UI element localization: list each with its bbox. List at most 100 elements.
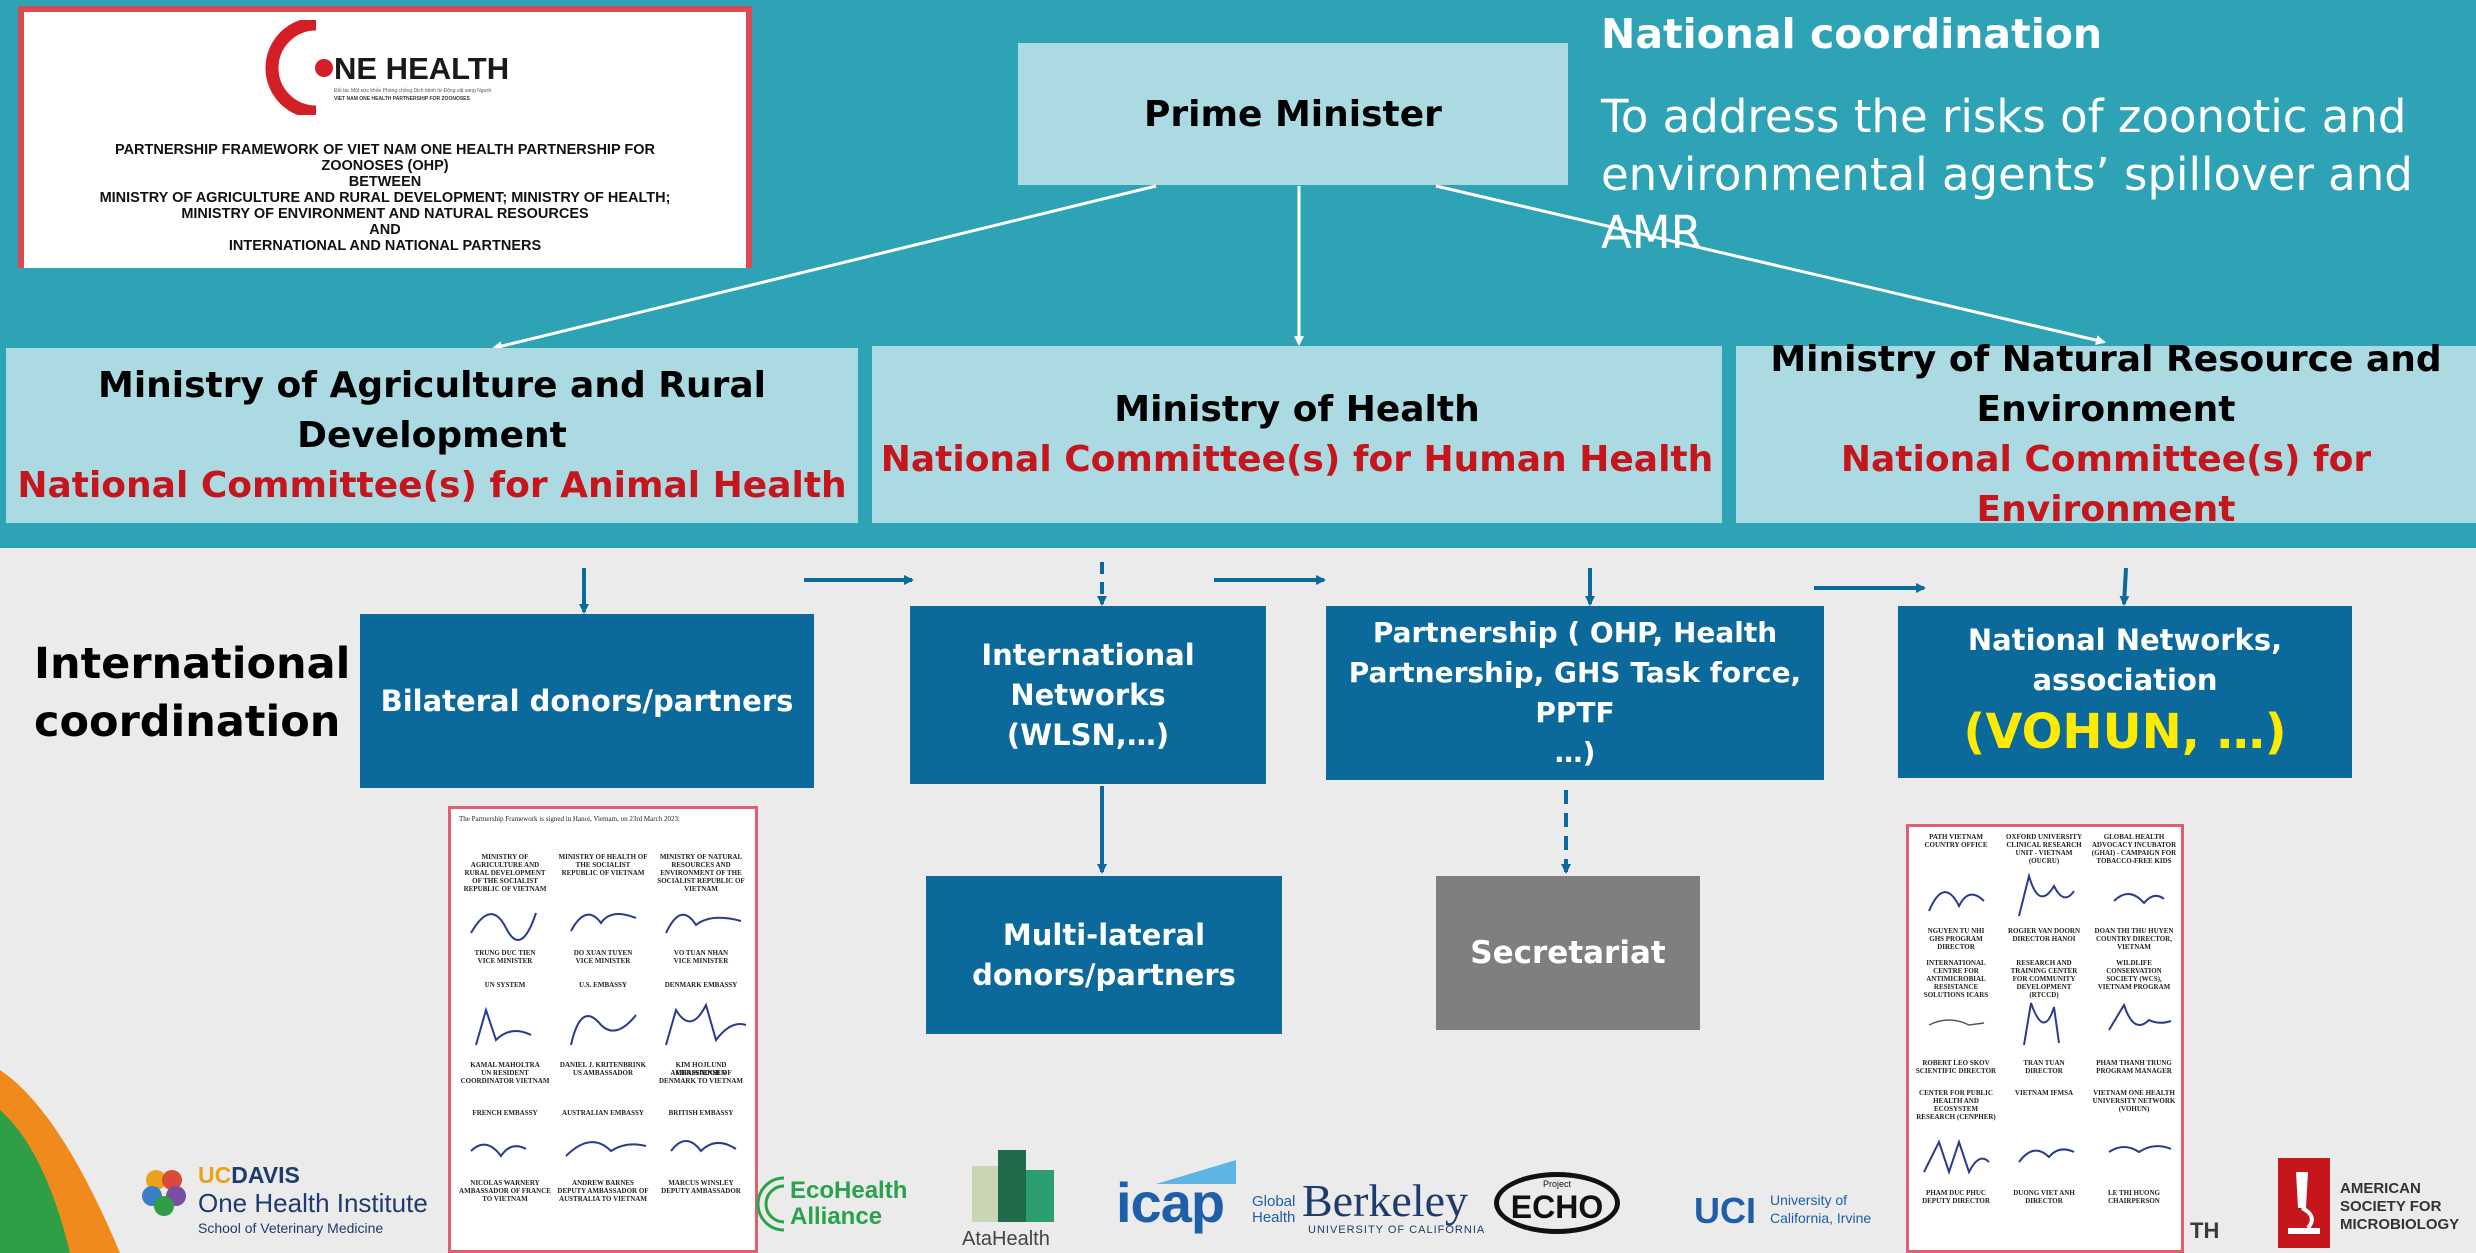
ministry-health-box: Ministry of Health National Committee(s)… xyxy=(872,346,1722,523)
ministry-health-committee: National Committee(s) for Human Health xyxy=(880,438,1714,480)
prime-minister-box: Prime Minister xyxy=(1018,43,1568,185)
icap-sub-2: Health xyxy=(1252,1209,1296,1226)
berkeley-sub: UNIVERSITY OF CALIFORNIA xyxy=(1308,1224,1486,1236)
signatory-org: MINISTRY OF AGRICULTURE AND RURAL DEVELO… xyxy=(463,853,547,893)
decorative-swoosh xyxy=(0,1070,120,1253)
bilateral-donors-box: Bilateral donors/partners xyxy=(360,614,814,788)
international-coordination-label: International coordination xyxy=(34,635,350,751)
signatures-row-1 xyxy=(470,912,742,941)
signatory-org: CENTER FOR PUBLIC HEALTH AND ECOSYSTEM R… xyxy=(1916,1089,1996,1121)
signatory-title: DEPUTY DIRECTOR xyxy=(1922,1197,1990,1205)
multilateral-label-line-2: donors/partners xyxy=(972,958,1236,992)
one-health-logo-subtitle-en: VIET NAM ONE HEALTH PARTNERSHIP FOR ZOON… xyxy=(334,96,471,102)
partial-logo-text: TH xyxy=(2190,1218,2220,1243)
microscope-icon xyxy=(2278,1158,2330,1248)
national-coordination-title: National coordination xyxy=(1601,10,2103,58)
international-coordination-line-1: International xyxy=(34,639,351,689)
icap-wordmark: icap xyxy=(1116,1171,1225,1234)
signatory-title: DIRECTOR HANOI xyxy=(2012,935,2076,943)
ecohealth-line-2: Alliance xyxy=(790,1203,883,1230)
signatory-org: MINISTRY OF HEALTH OF THE SOCIALIST REPU… xyxy=(558,853,648,877)
signatory-name: DUONG VIET ANH xyxy=(2013,1189,2075,1197)
ecohealth-line-1: EcoHealth xyxy=(790,1177,908,1204)
signatory-org: U.S. EMBASSY xyxy=(578,981,628,989)
international-networks-box: International Networks (WLSN,…) xyxy=(910,606,1266,784)
ucdavis-flower-icon xyxy=(142,1170,186,1216)
berkeley-logo: Berkeley UNIVERSITY OF CALIFORNIA xyxy=(1302,1175,1486,1237)
ministry-agriculture-box: Ministry of Agriculture and Rural Develo… xyxy=(6,348,858,523)
atahealth-mark-icon xyxy=(972,1150,1054,1222)
national-networks-box: National Networks, association (VOHUN, …… xyxy=(1898,606,2352,778)
ministry-environment-name: Ministry of Natural Resource and Environ… xyxy=(1770,338,2442,430)
secretariat-box: Secretariat xyxy=(1436,876,1700,1030)
doc-title-line-3: BETWEEN xyxy=(348,174,422,190)
signatory-org: RESEARCH AND TRAINING CENTER FOR COMMUNI… xyxy=(2010,959,2078,999)
prime-minister-label: Prime Minister xyxy=(1144,93,1442,135)
uci-sub-1: University of xyxy=(1770,1192,1848,1208)
signature-page-header: The Partnership Framework is signed in H… xyxy=(459,815,680,823)
partnership-box: Partnership ( OHP, Health Partnership, G… xyxy=(1326,606,1824,780)
one-health-logo: NE HEALTH Đối tác Một sức khỏe Phòng chố… xyxy=(265,20,509,115)
signatory-name: NGUYEN TU NHI xyxy=(1927,927,1985,935)
national-networks-label: National Networks, association xyxy=(1967,623,2283,697)
signatory-org: AUSTRALIAN EMBASSY xyxy=(562,1109,644,1117)
atahealth-label: AtaHealth xyxy=(962,1228,1050,1250)
signatory-org: MINISTRY OF NATURAL RESOURCES AND ENVIRO… xyxy=(657,853,745,893)
signatory-title: VICE MINISTER xyxy=(575,957,631,965)
signatory-title: UN RESIDENT COORDINATOR VIETNAM xyxy=(460,1069,550,1085)
partnership-label-line-1: Partnership ( OHP, Health xyxy=(1372,616,1778,649)
signatory-name: ROGIER VAN DOORN xyxy=(2007,927,2081,935)
secretariat-label: Secretariat xyxy=(1470,935,1666,971)
ministry-environment-box: Ministry of Natural Resource and Environ… xyxy=(1736,339,2476,530)
signatory-name: DANIEL J. KRITENBRINK xyxy=(559,1061,647,1069)
signatory-name: PHAM THANH TRUNG xyxy=(2096,1059,2172,1067)
doc-title-line-7: INTERNATIONAL AND NATIONAL PARTNERS xyxy=(228,238,542,254)
signatory-org: UN SYSTEM xyxy=(484,981,526,989)
doc-title-line-2: ZOONOSES (OHP) xyxy=(321,158,449,174)
ministry-agriculture-committee: National Committee(s) for Animal Health xyxy=(17,464,847,506)
uci-wordmark: UCI xyxy=(1694,1190,1756,1231)
signatory-org: OXFORD UNIVERSITY CLINICAL RESEARCH UNIT… xyxy=(2005,833,2083,865)
multilateral-label-line-1: Multi-lateral xyxy=(1002,918,1206,952)
signatory-title: DIRECTOR xyxy=(2025,1197,2063,1205)
signatures-row-3 xyxy=(470,1140,737,1158)
signatory-name: MARCUS WINSLEY xyxy=(668,1179,734,1187)
berkeley-wordmark: Berkeley xyxy=(1302,1175,1469,1226)
signatures-row-2 xyxy=(475,1002,747,1046)
signatory-name: ANDREW BARNES xyxy=(572,1179,634,1187)
signatory-title: COUNTRY DIRECTOR, VIETNAM xyxy=(2096,935,2172,951)
ucdavis-uc: UC xyxy=(198,1162,232,1188)
signature-page-partners: PATH VIETNAM COUNTRY OFFICE OXFORD UNIVE… xyxy=(1906,824,2184,1253)
signatory-name: TRAN TUAN xyxy=(2023,1059,2065,1067)
signatory-name: ROBERT LEO SKOV xyxy=(1922,1059,1990,1067)
asm-line-1: AMERICAN xyxy=(2340,1180,2421,1197)
signatory-org: DENMARK EMBASSY xyxy=(664,981,738,989)
ucdavis-school-name: School of Veterinary Medicine xyxy=(198,1220,384,1236)
signatory-title: SCIENTIFIC DIRECTOR xyxy=(1915,1067,1997,1075)
multilateral-donors-box: Multi-lateral donors/partners xyxy=(926,876,1282,1034)
signatory-name: TRUNG DUC TIEN xyxy=(474,949,536,957)
signatory-org: GLOBAL HEALTH ADVOCACY INCUBATOR (GHAI) … xyxy=(2091,833,2177,865)
arrow-pm-to-agriculture xyxy=(492,184,1157,351)
signatory-name: KIM HOJLUND CHRISTENSEN xyxy=(675,1061,727,1077)
signatory-title: DEPUTY AMBASSADOR xyxy=(661,1187,741,1195)
signatory-title: VICE MINISTER xyxy=(477,957,533,965)
signatory-title: DEPUTY AMBASSADOR OF AUSTRALIA TO VIETNA… xyxy=(557,1187,649,1203)
signatures-row-1 xyxy=(1928,872,2165,917)
ecohealth-leaf-icon xyxy=(756,1176,785,1232)
echo-wordmark: ECHO xyxy=(1510,1189,1604,1225)
doc-title-line-5: MINISTRY OF ENVIRONMENT AND NATURAL RESO… xyxy=(181,206,589,222)
signatory-org: VIETNAM IFMSA xyxy=(2014,1089,2074,1097)
international-networks-examples: (WLSN,…) xyxy=(1006,718,1170,752)
ministry-agriculture-name: Ministry of Agriculture and Rural Develo… xyxy=(98,364,766,456)
ministry-health-name: Ministry of Health xyxy=(1114,388,1480,430)
national-coordination-description: To address the risks of zoonotic and env… xyxy=(1601,90,2413,259)
signatory-org: BRITISH EMBASSY xyxy=(668,1109,734,1117)
signatory-title: DIRECTOR xyxy=(2025,1067,2063,1075)
signatory-org: PATH VIETNAM COUNTRY OFFICE xyxy=(1924,833,1988,849)
signatory-title: PROGRAM MANAGER xyxy=(2096,1067,2172,1075)
international-networks-label: International Networks xyxy=(981,638,1195,712)
one-health-logo-subtitle-vn: Đối tác Một sức khỏe Phòng chống Dịch bệ… xyxy=(334,87,491,94)
signatory-org: FRENCH EMBASSY xyxy=(472,1109,538,1117)
